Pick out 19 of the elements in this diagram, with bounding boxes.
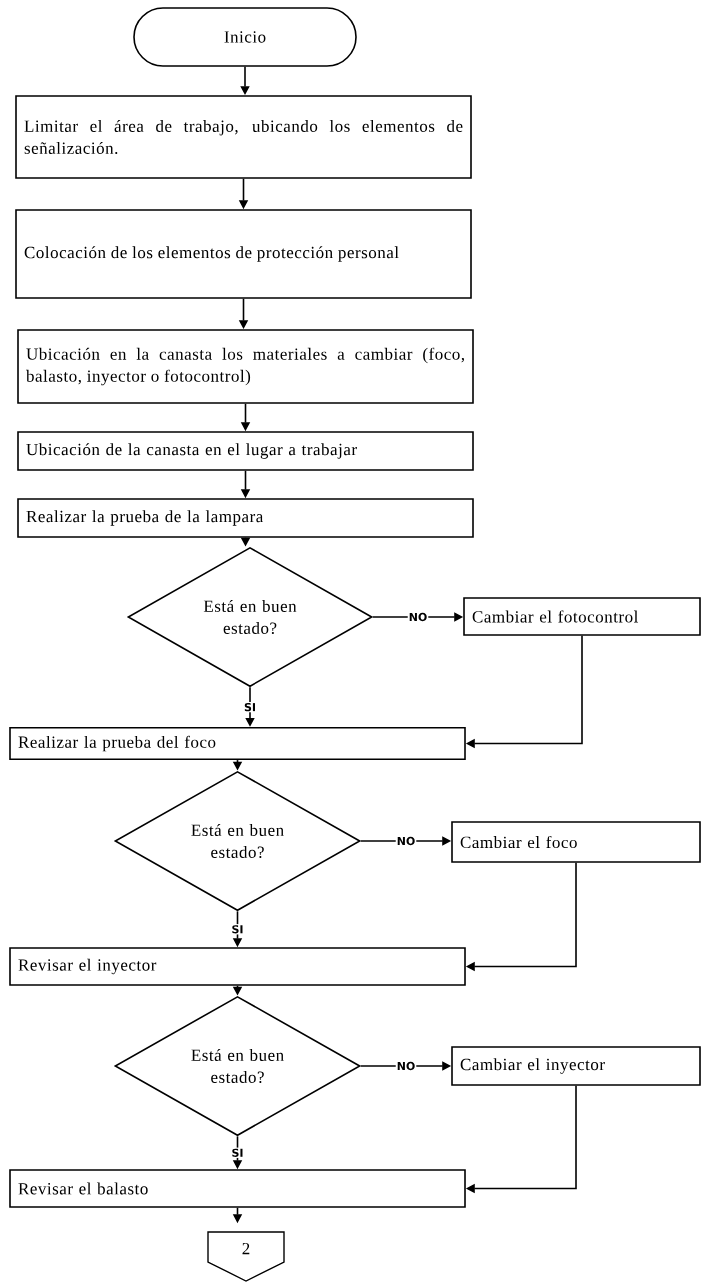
- edge-label: NO: [395, 1060, 417, 1072]
- edge-label: NO: [407, 611, 429, 623]
- process-box: Revisar el inyector: [9, 947, 466, 986]
- start-terminal: Inicio: [133, 7, 357, 67]
- process-box: Ubicación en la canasta los materiales a cambiar (foco, balasto, inyector o fotocontrol): [17, 329, 474, 404]
- process-box: Cambiar el inyector: [451, 1046, 701, 1086]
- edge-label: SI: [230, 1147, 245, 1158]
- process-box: Cambiar el foco: [451, 821, 701, 863]
- process-box: Limitar el área de trabajo, ubicando los elementos de señalización.: [15, 95, 472, 179]
- process-box: Colocación de los elementos de protección personal: [15, 209, 472, 299]
- off-page-connector: 2: [207, 1231, 285, 1282]
- process-box: Ubicación de la canasta en el lugar a trabajar: [17, 431, 474, 471]
- edge-label: SI: [230, 924, 245, 935]
- edge-label: SI: [243, 701, 257, 713]
- edge-label: NO: [395, 835, 417, 847]
- process-box: Revisar el balasto: [9, 1169, 466, 1208]
- process-box: Realizar la prueba del foco: [9, 726, 466, 761]
- process-box: Realizar la prueba de la lampara: [17, 498, 474, 538]
- process-box: Cambiar el fotocontrol: [463, 597, 701, 636]
